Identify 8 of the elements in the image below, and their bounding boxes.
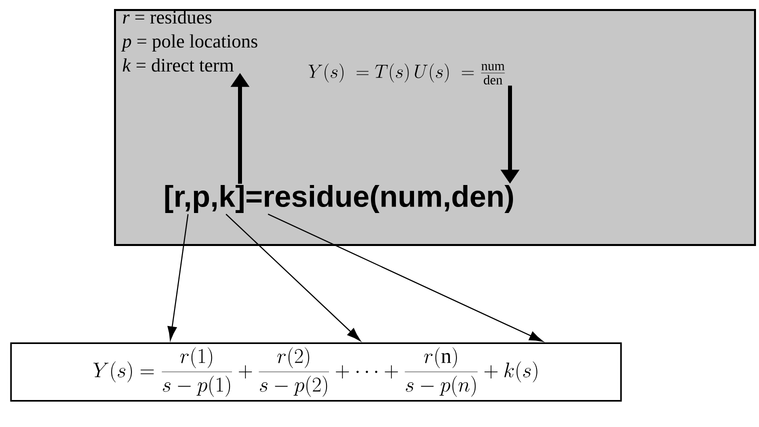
arrow	[268, 214, 544, 342]
shaded-panel	[114, 9, 756, 246]
transfer-function: $Y(s) \;= T(s)\, U(s) \;= \frac{\mathrm{num}}{\mathrm{den}}$	[308, 64, 505, 84]
expansion-box: $Y(s) = \frac{r(1)}{s - p(1)} + \frac{r(2)}{s - p(2)} + \cdots + \frac{r(\mathrm{n})}{s - p(n)} + k(s)$	[10, 342, 622, 402]
definition-list: r = residues p = pole locations k = direct term	[121, 10, 258, 72]
arrow	[226, 214, 361, 342]
arrow	[168, 214, 189, 340]
command-text: [r,p,k]=residue(num,den)	[165, 185, 513, 213]
